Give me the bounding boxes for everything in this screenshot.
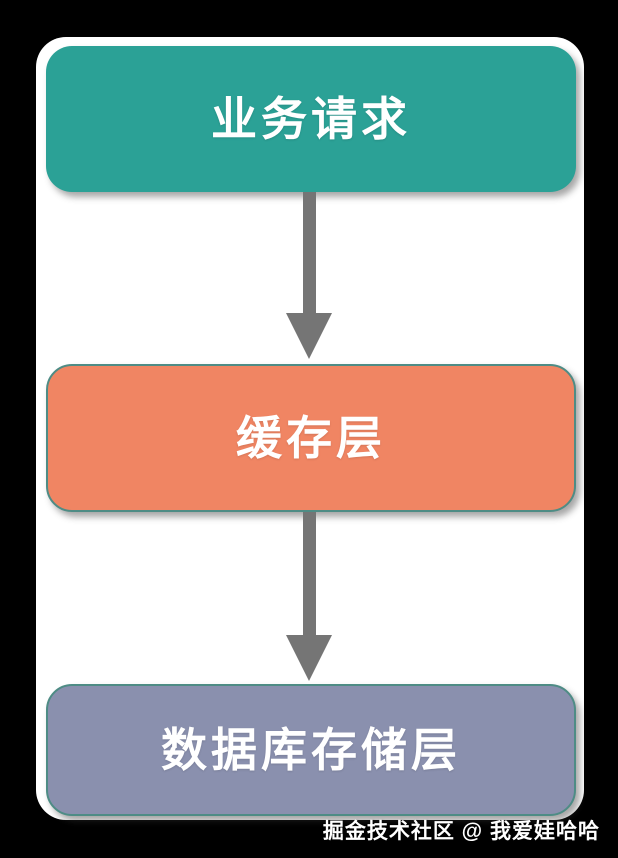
- arrow-shaft: [303, 512, 316, 638]
- flow-node-cache-layer: 缓存层: [46, 364, 576, 512]
- arrow-shaft: [303, 192, 316, 316]
- arrow-head: [286, 313, 332, 359]
- watermark-text: 掘金技术社区 @ 我爱娃哈哈: [322, 820, 600, 843]
- flow-node-label: 业务请求: [211, 93, 411, 145]
- flow-node-database-storage-layer: 数据库存储层: [46, 684, 576, 816]
- arrow-head: [286, 635, 332, 681]
- flow-node-business-request: 业务请求: [46, 46, 576, 192]
- flow-node-label: 缓存层: [236, 412, 386, 464]
- flow-node-label: 数据库存储层: [161, 724, 461, 776]
